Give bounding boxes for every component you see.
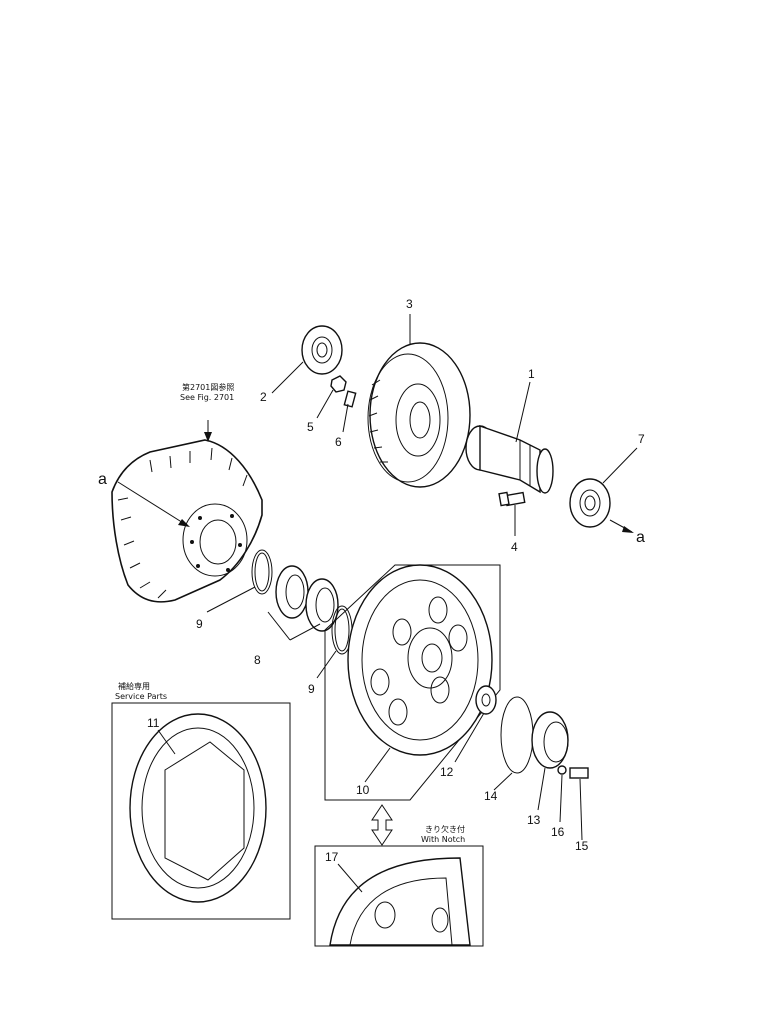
sprocket-10	[347, 564, 493, 756]
floating-seal-8	[267, 565, 339, 641]
reference-mark-right: a	[636, 529, 645, 546]
callout-10: 10	[356, 783, 370, 797]
see-fig-jp: 第2701図参照	[182, 382, 234, 392]
service-parts-box	[111, 702, 291, 920]
final-drive-housing	[111, 420, 263, 603]
callout-11: 11	[147, 716, 160, 730]
callout-labels: 1 2 3 4 5 6 7 8 9 9 10 11 12 13 14 15 16…	[98, 297, 645, 864]
bolt-4	[498, 491, 526, 507]
reference-arrow-right	[609, 519, 634, 533]
plate-14	[500, 696, 534, 774]
cover-13	[531, 711, 569, 769]
callout-12: 12	[440, 765, 454, 779]
bearing-7	[569, 478, 611, 528]
callout-4: 4	[511, 540, 518, 554]
service-parts-jp: 補給専用	[118, 681, 150, 691]
with-notch-en: With Notch	[421, 835, 465, 844]
o-ring-9-left	[251, 549, 273, 595]
callout-1: 1	[528, 367, 535, 381]
washer-16	[557, 765, 567, 775]
callout-15: 15	[575, 839, 589, 853]
callout-7: 7	[638, 432, 645, 446]
callout-17: 17	[325, 850, 339, 864]
callout-14: 14	[484, 789, 498, 803]
lock-6	[343, 390, 357, 408]
callout-9-right: 9	[308, 682, 315, 696]
callout-2: 2	[260, 390, 267, 404]
bolt-15	[569, 767, 589, 779]
callout-9-left: 9	[196, 617, 203, 631]
bearing-2	[301, 325, 343, 375]
spacer-12	[475, 685, 497, 715]
ring-gear-3	[367, 342, 471, 488]
callout-8: 8	[254, 653, 261, 667]
double-arrow	[371, 804, 393, 846]
sprocket-10-frame	[324, 564, 501, 801]
callout-3: 3	[406, 297, 413, 311]
callout-6: 6	[335, 435, 342, 449]
nut-5	[330, 375, 347, 393]
callout-13: 13	[527, 813, 541, 827]
service-parts-en: Service Parts	[115, 692, 167, 701]
callout-5: 5	[307, 420, 314, 434]
reference-arrow-left	[117, 481, 190, 527]
see-fig-en: See Fig. 2701	[180, 393, 234, 402]
leader-lines	[157, 314, 638, 893]
with-notch-box	[314, 845, 484, 947]
callout-16: 16	[551, 825, 565, 839]
with-notch-jp: きり欠き付	[425, 824, 465, 834]
drive-shaft-1	[465, 425, 554, 494]
reference-mark-left: a	[98, 471, 107, 488]
